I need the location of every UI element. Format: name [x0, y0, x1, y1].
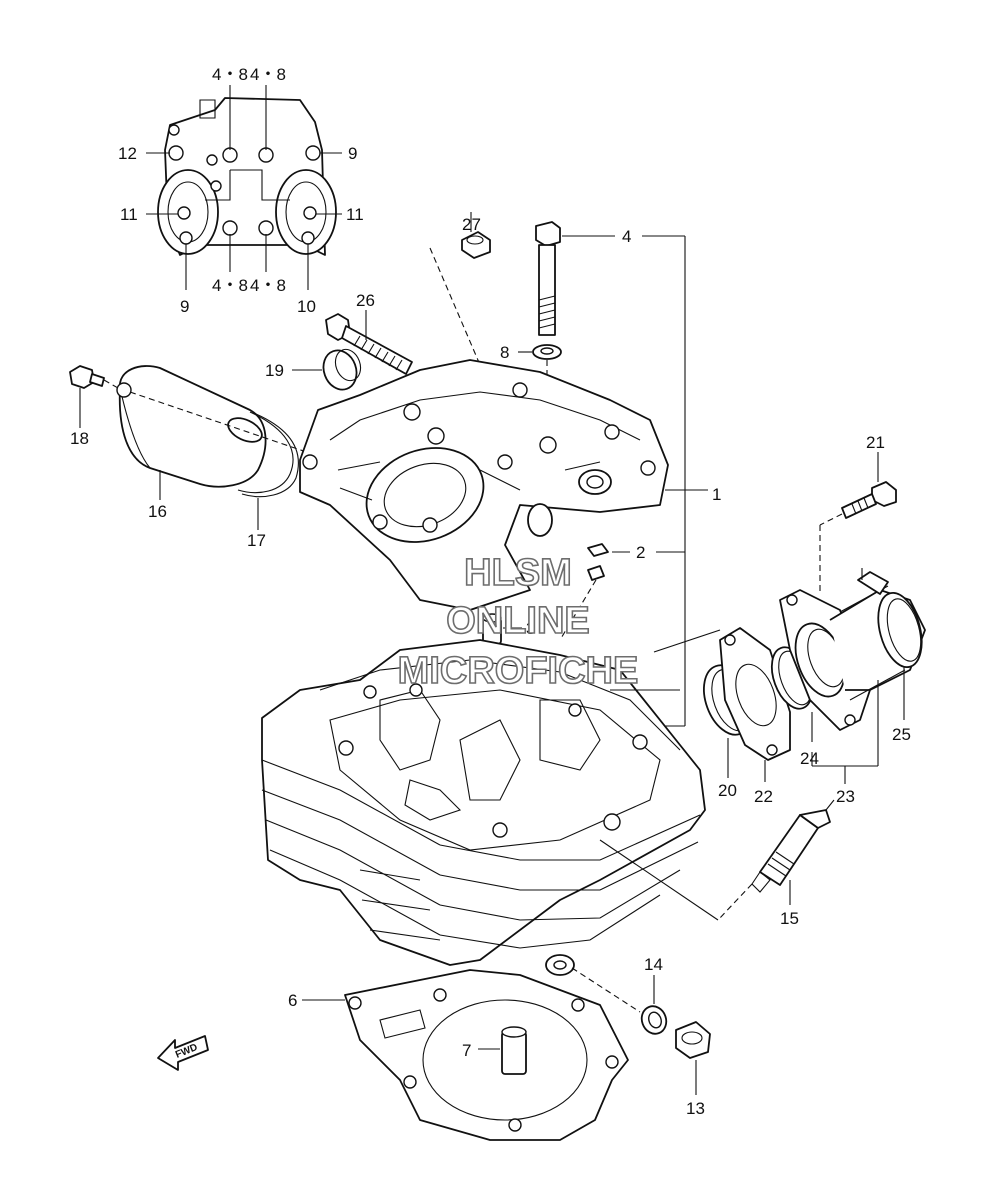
- inset-label-left-top: 12: [118, 144, 137, 163]
- part-17-gasket: [237, 411, 299, 530]
- inset-label-4-8-br: 4・8: [250, 276, 286, 295]
- part-16-cover: [116, 365, 331, 500]
- part-14-washer: [640, 975, 668, 1035]
- callout-13: 13: [686, 1099, 705, 1118]
- callout-1: 1: [712, 485, 721, 504]
- bolt-pattern-inset: [146, 85, 342, 290]
- inset-label-left-bottom: 9: [180, 297, 189, 316]
- callout-17: 17: [247, 531, 266, 550]
- part-26-bolt: [325, 310, 413, 375]
- part-15-spark-plug: [599, 799, 835, 921]
- part-1-valve-cover: [299, 359, 669, 611]
- callout-16: 16: [148, 502, 167, 521]
- inset-label-left-mid: 11: [120, 205, 138, 224]
- callout-4: 4: [622, 227, 631, 246]
- part-19-seal: [292, 348, 362, 391]
- part-2-clip: [559, 543, 685, 641]
- inset-label-4-8-bl: 4・8: [212, 276, 248, 295]
- part-21-bolt: [819, 452, 897, 595]
- callout-15: 15: [780, 909, 799, 928]
- part-27-nut: [429, 212, 511, 436]
- part-6-head-gasket: [302, 969, 629, 1141]
- inset-label-4-8-tr: 4・8: [250, 65, 286, 84]
- inset-label-right-mid: 11: [346, 205, 364, 224]
- callout-27: 27: [462, 215, 481, 234]
- callout-21: 21: [866, 433, 885, 452]
- callout-25: 25: [892, 725, 911, 744]
- callout-8: 8: [500, 343, 509, 362]
- part-7-dowel: [478, 1026, 527, 1075]
- part-8-washer: [518, 344, 562, 440]
- forward-arrow-icon: FWD: [157, 1035, 209, 1071]
- callout-14: 14: [644, 955, 663, 974]
- callout-7: 7: [462, 1041, 471, 1060]
- callout-2: 2: [636, 543, 645, 562]
- callout-26: 26: [356, 291, 375, 310]
- callout-19: 19: [265, 361, 284, 380]
- part-4-bolt: [535, 221, 685, 336]
- callout-22: 22: [754, 787, 773, 806]
- callout-18: 18: [70, 429, 89, 448]
- watermark-line-2: ONLINE: [446, 600, 590, 642]
- watermark: HLSM ONLINE MICROFICHE: [397, 551, 639, 693]
- inset-label-right-top: 9: [348, 144, 357, 163]
- callout-3: 3: [526, 619, 535, 638]
- cylinder-head: [261, 639, 706, 1013]
- callout-20: 20: [718, 781, 737, 800]
- watermark-line-1: HLSM: [464, 552, 572, 594]
- watermark-line-3: MICROFICHE: [398, 650, 639, 692]
- part-25-clamp: [857, 568, 923, 720]
- part-18-bolt: [69, 365, 126, 428]
- inset-label-right-bottom: 10: [297, 297, 316, 316]
- callout-23: 23: [836, 787, 855, 806]
- part-13-plug: [675, 1021, 711, 1095]
- inset-label-4-8-tl: 4・8: [212, 65, 248, 84]
- callout-6: 6: [288, 991, 297, 1010]
- callout-24: 24: [800, 749, 819, 768]
